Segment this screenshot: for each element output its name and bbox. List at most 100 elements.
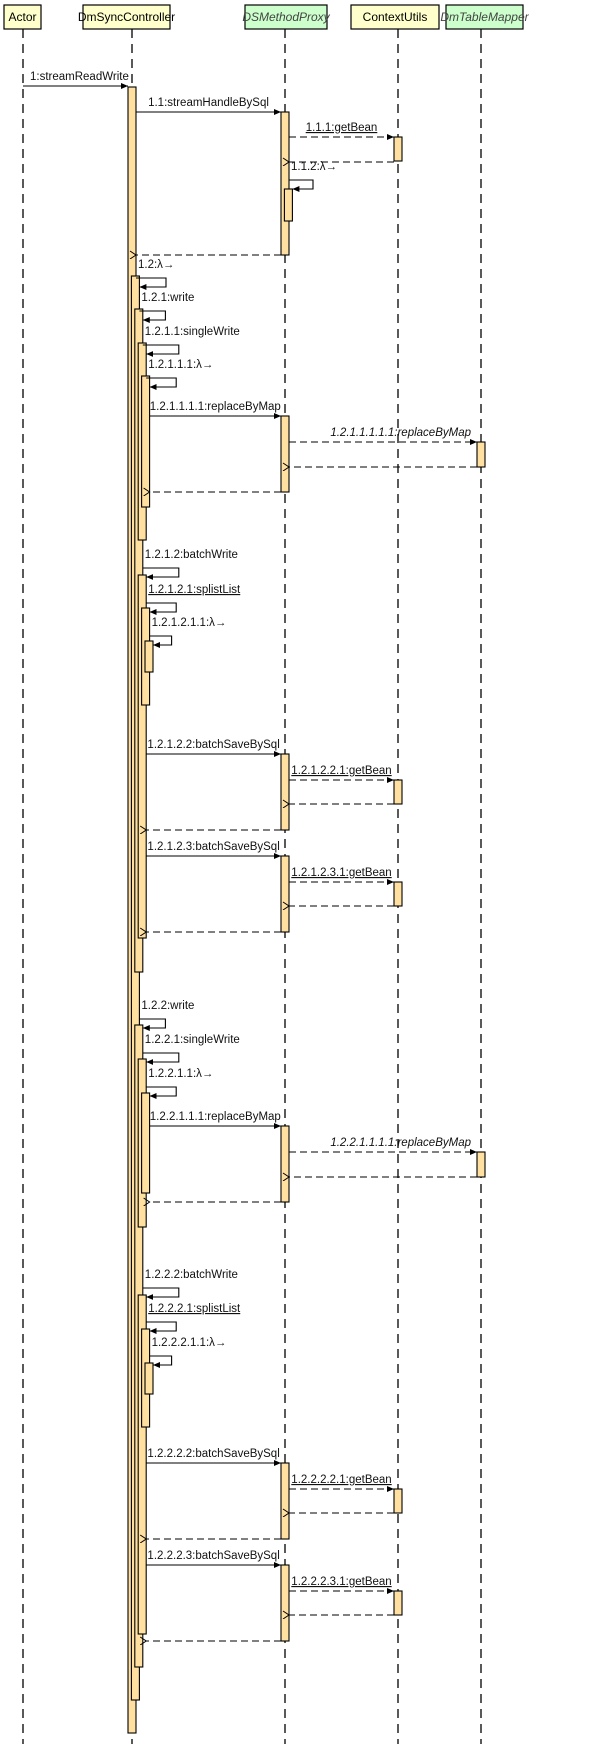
message-call[interactable]: 1.2.1.1.1.1.1:replaceByMap — [289, 427, 477, 445]
self-call-arrow — [146, 1321, 177, 1334]
message-label: 1.2.2.1.1:λ→ — [148, 1068, 213, 1080]
message-label: 1.2.2.1:singleWrite — [145, 1034, 240, 1046]
activation-bar-proxy — [280, 1125, 290, 1203]
message-call[interactable]: 1.1.2:λ→ — [289, 161, 337, 192]
self-call-arrow — [142, 344, 180, 357]
participant-context-label: ContextUtils — [363, 10, 428, 24]
self-call-arrow — [146, 602, 177, 615]
message-label: 1.2.2.1.1.1.1:replaceByMap — [330, 1137, 471, 1149]
message-call[interactable]: 1.2.1.2.1:splistList — [146, 584, 241, 615]
activation-bar-proxy — [280, 753, 290, 831]
activation-bar-context — [393, 881, 403, 907]
message-label: 1.2.2.2.1.1:λ→ — [152, 1337, 227, 1349]
activation-bar-mapper — [476, 441, 486, 468]
message-label: 1.2.1:write — [141, 292, 194, 304]
message-call[interactable]: 1.2.2.2.1:splistList — [146, 1303, 241, 1334]
participant-mapper-box[interactable] — [445, 4, 524, 30]
message-label: 1.2:λ→ — [138, 259, 174, 271]
message-label: 1.2.1.1.1.1:replaceByMap — [150, 401, 281, 413]
self-call-arrow — [139, 310, 166, 323]
activation-bar-context — [393, 779, 403, 805]
message-call[interactable]: 1.2.1.2.2:batchSaveBySql — [146, 739, 281, 757]
participant-context-box[interactable] — [350, 4, 440, 30]
activation-bar-controller — [141, 375, 151, 508]
activation-bar-context — [393, 136, 403, 162]
message-call[interactable]: 1.2.1.2.3:batchSaveBySql — [146, 841, 281, 859]
message-call[interactable]: 1.2.1.2:batchWrite — [142, 549, 238, 580]
message-call[interactable]: 1.2.2.2:batchWrite — [142, 1269, 238, 1300]
message-label: 1.2.1.2.1:splistList — [148, 584, 241, 596]
message-call[interactable]: 1.1:streamHandleBySql — [136, 97, 281, 115]
self-call-arrow — [289, 179, 314, 192]
message-call[interactable]: 1.2.1.1.1:λ→ — [146, 359, 213, 390]
participant-proxy-label: DSMethodProxy — [242, 10, 330, 24]
message-label: 1.1.1:getBean — [306, 122, 378, 134]
activation-bar-context — [393, 1488, 403, 1514]
message-label: 1:streamReadWrite — [30, 71, 129, 83]
message-call[interactable]: 1.2.2.2.2.1:getBean — [289, 1474, 394, 1492]
message-call[interactable]: 1.2.1.1.1.1:replaceByMap — [149, 401, 281, 419]
message-label: 1.2.2:write — [141, 1000, 194, 1012]
activation-bar-controller — [137, 1294, 147, 1635]
message-call[interactable]: 1.1.1:getBean — [289, 122, 394, 140]
activation-bar-controller — [144, 1362, 154, 1395]
message-call[interactable]: 1.2.1.2.2.1:getBean — [289, 765, 394, 783]
self-call-arrow — [146, 1086, 177, 1099]
message-label: 1.2.1.2.2:batchSaveBySql — [147, 739, 279, 751]
activation-bar-proxy — [280, 855, 290, 933]
participant-actor-box[interactable] — [3, 4, 42, 30]
self-call-arrow — [149, 635, 173, 648]
message-call[interactable]: 1.2.1.1:singleWrite — [142, 326, 240, 357]
participant-actor-label: Actor — [8, 10, 36, 24]
message-label: 1.2.2.2:batchWrite — [145, 1269, 238, 1281]
message-label: 1.2.1.2.3:batchSaveBySql — [147, 841, 279, 853]
message-label: 1.2.1.1.1:λ→ — [148, 359, 213, 371]
message-label: 1.2.2.2.3.1:getBean — [291, 1576, 391, 1588]
message-label: 1.2.2.2.1:splistList — [148, 1303, 241, 1315]
message-call[interactable]: 1.2.2.1.1.1:replaceByMap — [149, 1111, 281, 1129]
message-call[interactable]: 1.2.2.2.3.1:getBean — [289, 1576, 394, 1594]
self-call-arrow — [142, 1052, 180, 1065]
participant-mapper-label: DmTableMapper — [440, 10, 529, 24]
participant-controller-box[interactable] — [82, 4, 171, 30]
message-label: 1.2.2.1.1.1:replaceByMap — [150, 1111, 281, 1123]
message-label: 1.2.1.1:singleWrite — [145, 326, 240, 338]
message-call[interactable]: 1.2.2.1.1.1.1:replaceByMap — [289, 1137, 477, 1155]
activation-bar-controller — [141, 1092, 151, 1194]
self-call-arrow — [149, 1355, 173, 1368]
self-call-arrow — [146, 377, 177, 390]
activation-bar-controller — [130, 275, 140, 1701]
message-call[interactable]: 1.2.2:write — [139, 1000, 194, 1031]
self-call-arrow — [139, 1018, 166, 1031]
message-label: 1.2.2.2.3:batchSaveBySql — [147, 1550, 279, 1562]
message-call[interactable]: 1.2.1:write — [139, 292, 194, 323]
message-label: 1.1:streamHandleBySql — [148, 97, 269, 109]
message-label: 1.2.1.2.2.1:getBean — [291, 765, 391, 777]
activation-bar-proxy — [283, 188, 293, 222]
message-label: 1.1.2:λ→ — [291, 161, 337, 173]
self-call-arrow — [136, 277, 167, 290]
activation-bar-proxy — [280, 1462, 290, 1540]
message-call[interactable]: 1.2.2.2.3:batchSaveBySql — [146, 1550, 281, 1568]
message-label: 1.2.1.1.1.1.1:replaceByMap — [330, 427, 471, 439]
message-call[interactable]: 1:streamReadWrite — [23, 71, 129, 89]
message-call[interactable]: 1.2.2.1.1:λ→ — [146, 1068, 213, 1099]
message-label: 1.2.2.2.2.1:getBean — [291, 1474, 391, 1486]
message-label: 1.2.1.2:batchWrite — [145, 549, 238, 561]
activation-bar-proxy — [280, 1564, 290, 1642]
message-call[interactable]: 1.2.2.1:singleWrite — [142, 1034, 240, 1065]
message-label: 1.2.1.2.3.1:getBean — [291, 867, 391, 879]
message-call[interactable]: 1.2.1.2.3.1:getBean — [289, 867, 394, 885]
participant-controller-label: DmSyncController — [78, 10, 175, 24]
message-call[interactable]: 1.2:λ→ — [136, 259, 174, 290]
message-label: 1.2.1.2.1.1:λ→ — [152, 617, 227, 629]
message-call[interactable]: 1.2.2.2.1.1:λ→ — [149, 1337, 227, 1368]
participant-proxy-box[interactable] — [244, 4, 328, 30]
message-call[interactable]: 1.2.1.2.1.1:λ→ — [149, 617, 227, 648]
activation-bar-controller — [137, 574, 147, 939]
activation-bar-controller — [144, 640, 154, 673]
activation-bar-proxy — [280, 415, 290, 493]
message-call[interactable]: 1.2.2.2.2:batchSaveBySql — [146, 1448, 281, 1466]
activation-bar-mapper — [476, 1151, 486, 1178]
